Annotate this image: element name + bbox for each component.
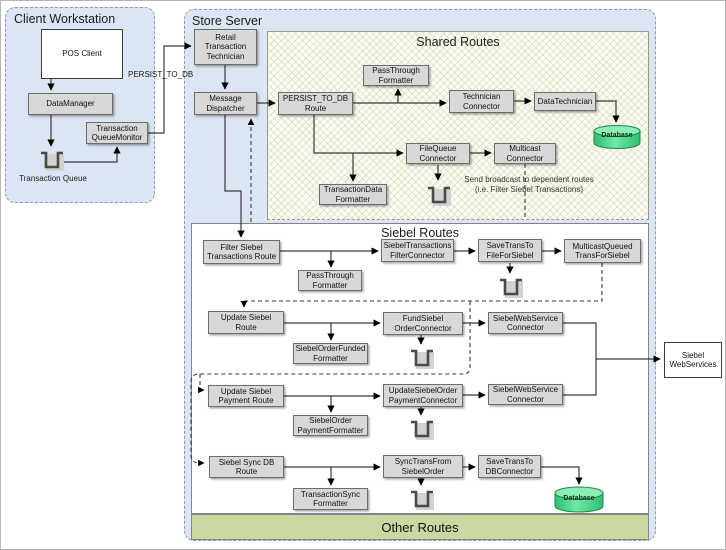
queue-icon-row3 (409, 417, 435, 441)
node-pos-client: POS Client (41, 29, 123, 79)
node-message-dispatcher: Message Dispatcher (194, 92, 257, 115)
node-data-technician: DataTechnician (534, 92, 596, 111)
node-transactionsync-formatter: TransactionSync Formatter (293, 488, 368, 510)
node-siebelwebservice-connector-2: SiebelWebService Connector (488, 384, 563, 405)
node-filequeue-connector: FileQueue Connector (406, 143, 470, 164)
queue-icon-shared (426, 183, 452, 207)
node-siebeltransactions-filterconnector: SiebelTransactions FilterConnector (381, 239, 454, 262)
node-siebel-sync-db-route: Siebel Sync DB Route (209, 456, 284, 478)
queue-icon-client (39, 148, 65, 172)
node-siebelorder-paymentformatter: SiebelOrder PaymentFormatter (293, 415, 368, 436)
client-workstation-title: Client Workstation (14, 12, 116, 26)
persist-to-db-edge-label: PERSIST_TO_DB (128, 70, 194, 79)
node-transactiondata-formatter: TransactionData Formatter (319, 184, 387, 205)
database-label-shared: Database (601, 132, 633, 139)
node-data-manager: DataManager (28, 93, 113, 115)
queue-icon-row4 (409, 487, 435, 511)
other-routes-title: Other Routes (381, 519, 459, 535)
node-multicastqueued-transforsiebel: MulticastQueued TransForSiebel (564, 239, 641, 263)
node-retail-transaction-technician: Retail Transaction Technician (194, 29, 257, 65)
node-savetransto-fileforsiebel: SaveTransTo FileForSiebel (478, 239, 542, 262)
broadcast-note: Send broadcast to dependent routes (i.e.… (464, 175, 594, 194)
node-savetransto-dbconnector: SaveTransTo DBConnector (478, 455, 541, 478)
node-synctransfrom-siebelorder: SyncTransFrom SiebelOrder (383, 455, 463, 478)
node-update-siebel-payment-route: Update Siebel Payment Route (208, 385, 284, 407)
node-updatesiebelorder-paymentconnector: UpdateSiebelOrder PaymentConnector (383, 384, 463, 407)
node-persist-to-db-route: PERSIST_TO_DB Route (278, 92, 353, 115)
queue-icon-row1 (498, 275, 524, 299)
node-siebelwebservice-connector-1: SiebelWebService Connector (488, 312, 563, 334)
node-update-siebel-route: Update Siebel Route (208, 311, 284, 334)
node-passthrough-formatter-siebel: PassThrough Formatter (298, 270, 362, 291)
node-transaction-queue-monitor: Transaction QueueMonitor (86, 122, 148, 144)
node-passthrough-formatter-shared: PassThrough Formatter (363, 65, 429, 86)
transaction-queue-label: Transaction Queue (19, 174, 87, 183)
node-technician-connector: Technician Connector (449, 90, 514, 113)
node-siebel-webservices: Siebel WebServices (664, 342, 722, 378)
database-label-siebel: Database (563, 495, 595, 502)
queue-icon-row2 (409, 346, 435, 370)
other-routes-bar: Other Routes (191, 514, 649, 540)
node-filter-siebel-transactions-route: Filter Siebel Transactions Route (203, 240, 280, 264)
siebel-routes-title: Siebel Routes (381, 226, 459, 240)
store-server-title: Store Server (192, 14, 263, 28)
node-fundsiebel-orderconnector: FundSiebel OrderConnector (383, 312, 463, 335)
node-siebelorderfunded-formatter: SiebelOrderFunded Formatter (293, 343, 368, 364)
node-multicast-connector: Multicast Connector (494, 143, 556, 164)
shared-routes-title: Shared Routes (416, 35, 500, 49)
